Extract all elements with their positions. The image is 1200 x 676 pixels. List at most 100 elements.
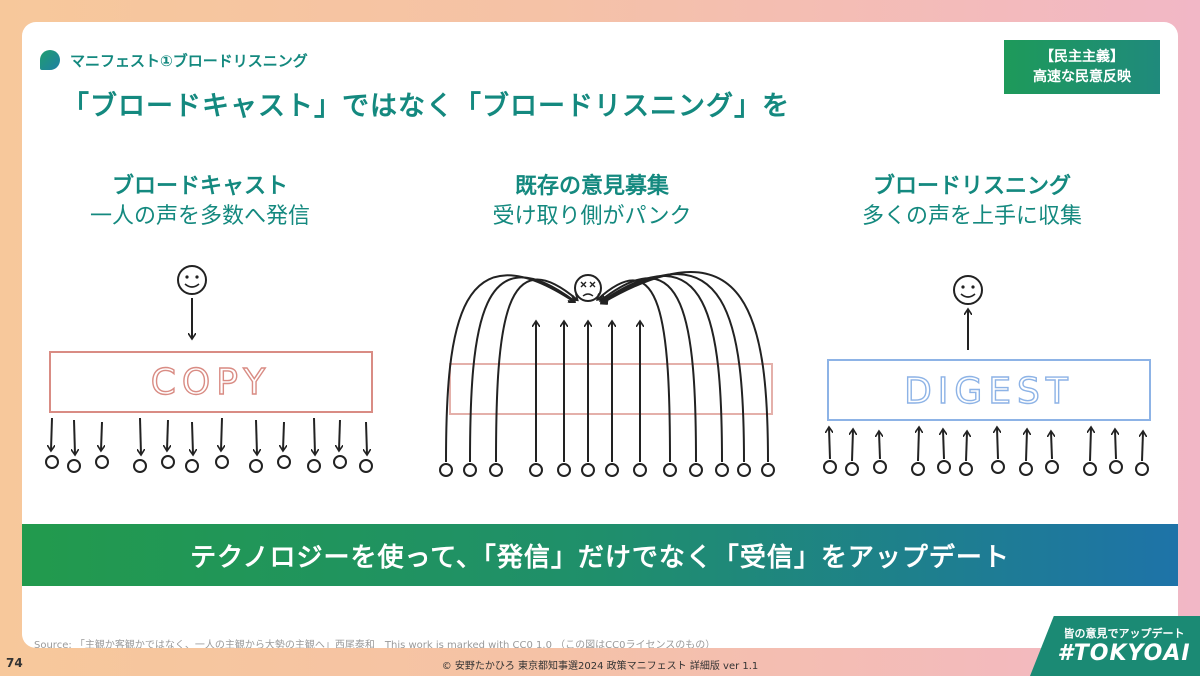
person-circle-icon [761, 463, 775, 477]
listening-people [823, 428, 1149, 476]
category-tag-line1: 【民主主義】 [1040, 48, 1124, 65]
broadcast-people [45, 417, 373, 473]
broadcast-diagram: COPY [45, 265, 373, 473]
brand-hashtag: #TOKYOAI [1057, 641, 1191, 666]
arrow-icon [852, 430, 853, 462]
person-circle-icon [737, 463, 751, 477]
person-circle-icon [633, 463, 647, 477]
arrow-icon [1051, 432, 1052, 460]
category-tag: 【民主主義】 高速な民意反映 [1004, 40, 1160, 94]
arrow-icon [469, 276, 574, 463]
person-circle-icon [823, 460, 837, 474]
smiley-face-icon [177, 265, 207, 295]
smiley-face-icon [953, 275, 983, 305]
column-existing-subtitle: 受け取り側がパンク [492, 204, 692, 229]
arrow-icon [140, 417, 141, 454]
copy-box-label: COPY [151, 362, 271, 403]
person-circle-icon [1109, 460, 1123, 474]
arrow-icon [602, 273, 745, 463]
arrow-icon [997, 428, 998, 460]
person-circle-icon [277, 455, 291, 469]
arrow-icon [1090, 428, 1091, 462]
summary-banner: テクノロジーを使って、「発信」だけでなく「受信」をアップデート [22, 524, 1178, 586]
slide-card: マニフェスト①ブロードリスニング 「ブロードキャスト」ではなく「ブロードリスニン… [22, 22, 1178, 648]
brand-badge: 皆の意見でアップデート #TOKYOAI [1030, 616, 1200, 676]
arrow-icon [829, 428, 830, 460]
section-label: マニフェスト①ブロードリスニング [70, 52, 308, 70]
arrow-icon [339, 419, 340, 450]
arrow-icon [314, 417, 315, 454]
page-number: 74 [6, 656, 23, 670]
illustration: COPY DIGEST [45, 265, 1151, 477]
column-broadcast-subtitle: 一人の声を多数へ発信 [89, 204, 310, 229]
arrow-icon [256, 419, 257, 454]
person-circle-icon [663, 463, 677, 477]
person-circle-icon [489, 463, 503, 477]
person-circle-icon [463, 463, 477, 477]
person-circle-icon [45, 455, 59, 469]
arrow-icon [495, 278, 577, 463]
existing-diagram [439, 271, 775, 477]
person-circle-icon [333, 455, 347, 469]
listening-diagram: DIGEST [823, 275, 1151, 476]
column-existing-heading: 既存の意見募集 受け取り側がパンク [422, 172, 762, 232]
arrow-icon [366, 421, 367, 454]
column-listening-subtitle: 多くの声を上手に収集 [861, 204, 1082, 229]
person-circle-icon [133, 459, 147, 473]
person-circle-icon [249, 459, 263, 473]
person-circle-icon [359, 459, 373, 473]
person-circle-icon [185, 459, 199, 473]
person-circle-icon [937, 460, 951, 474]
arrow-icon [1115, 430, 1116, 460]
arrow-icon [966, 432, 967, 462]
source-note: Source: 「主観か客観かではなく、一人の主観から大勢の主観へ」西尾泰和 T… [34, 640, 716, 648]
person-circle-icon [689, 463, 703, 477]
person-circle-icon [161, 455, 175, 469]
arrow-icon [192, 421, 193, 454]
column-broadcast-title: ブロードキャスト [111, 174, 288, 199]
brand-tagline: 皆の意見でアップデート [1063, 627, 1185, 640]
category-tag-line2: 高速な民意反映 [1033, 69, 1131, 85]
arrow-icon [918, 428, 919, 462]
person-circle-icon [557, 463, 571, 477]
copyright: © 安野たかひろ 東京都知事選2024 政策マニフェスト 詳細版 ver 1.1 [441, 661, 759, 672]
arrow-icon [598, 279, 671, 463]
person-circle-icon [215, 455, 229, 469]
person-circle-icon [873, 460, 887, 474]
copy-box [49, 351, 373, 413]
digest-box [827, 359, 1151, 421]
arrow-icon [221, 417, 222, 450]
column-listening-title: ブロードリスニング [872, 174, 1071, 199]
person-circle-icon [581, 463, 595, 477]
person-circle-icon [1045, 460, 1059, 474]
dizzy-face-icon [574, 274, 602, 302]
person-circle-icon [605, 463, 619, 477]
arrow-icon [602, 271, 769, 463]
person-circle-icon [95, 455, 109, 469]
person-circle-icon [307, 459, 321, 473]
page-title: 「ブロードキャスト」ではなく「ブロードリスニング」を [62, 91, 790, 122]
arrow-icon [879, 432, 880, 460]
person-circle-icon [1083, 462, 1097, 476]
arrow-icon [74, 419, 75, 454]
arrow-icon [943, 430, 944, 460]
arrow-icon [283, 421, 284, 450]
column-listening-heading: ブロードリスニング 多くの声を上手に収集 [802, 172, 1142, 232]
arrow-icon [167, 419, 168, 450]
arrow-icon [602, 275, 723, 463]
person-circle-icon [991, 460, 1005, 474]
arrow-icon [1142, 432, 1143, 462]
arrow-icon [101, 421, 102, 450]
person-circle-icon [1135, 462, 1149, 476]
arrow-icon [51, 417, 52, 450]
existing-arrows [439, 271, 775, 477]
arrow-icon [1026, 430, 1027, 462]
digest-box-label: DIGEST [904, 371, 1074, 412]
person-circle-icon [715, 463, 729, 477]
person-circle-icon [845, 462, 859, 476]
person-circle-icon [439, 463, 453, 477]
person-circle-icon [911, 462, 925, 476]
logo-icon [40, 50, 60, 70]
person-circle-icon [959, 462, 973, 476]
column-existing-title: 既存の意見募集 [514, 174, 669, 199]
